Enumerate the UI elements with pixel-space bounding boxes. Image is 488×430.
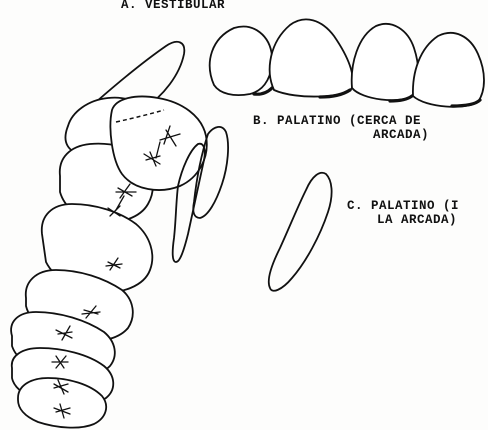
anterior-crown-1: [210, 27, 272, 96]
anterior-crown-3: [352, 24, 419, 100]
label-palatino-far-arch-line2: LA ARCADA): [377, 213, 457, 227]
label-palatino-far-arch-line1: C. PALATINO (I: [347, 199, 459, 213]
anterior-crown-4: [413, 33, 484, 107]
premolar-with-flap: [110, 97, 206, 191]
anterior-crowns: [210, 19, 484, 106]
palatal-flap-far-from-arch-outline: [269, 173, 332, 291]
label-palatino-near-arch-line1: B. PALATINO (CERCA DE: [253, 114, 421, 128]
label-vestibular: A. VESTIBULAR: [121, 0, 225, 12]
label-palatino-near-arch-line2: ARCADA): [373, 128, 429, 142]
anterior-crown-2: [270, 19, 353, 96]
